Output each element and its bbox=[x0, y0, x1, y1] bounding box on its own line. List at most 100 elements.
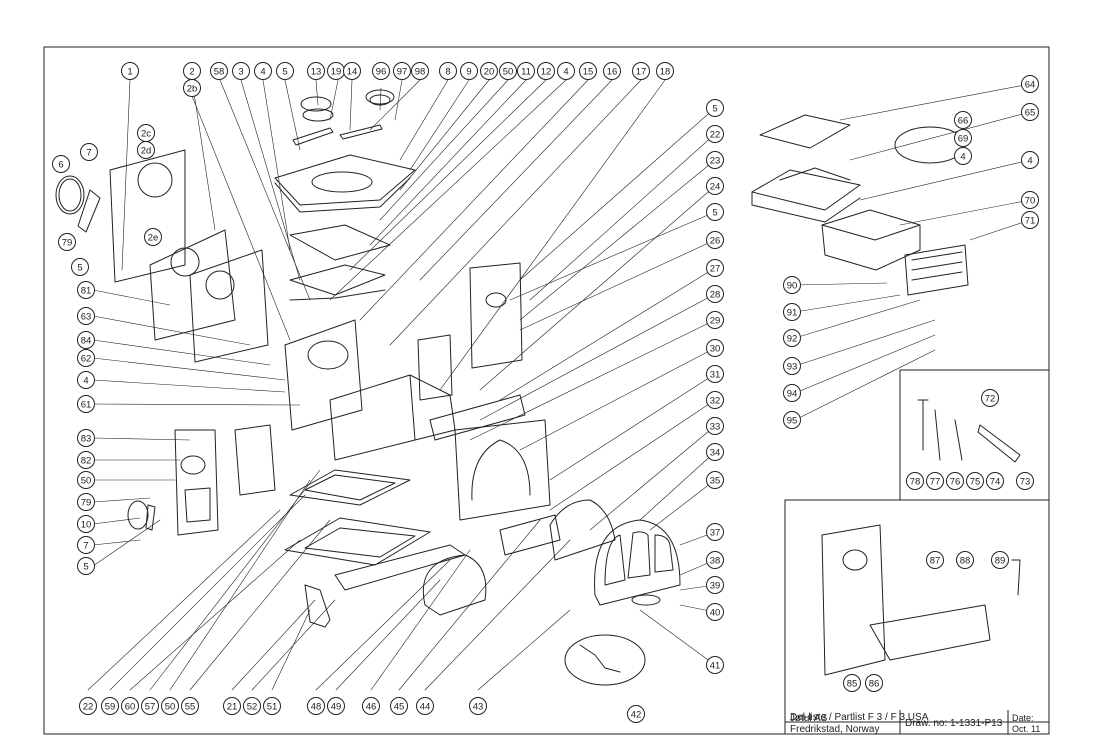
callout-50: 50 bbox=[161, 697, 179, 715]
callout-bubble bbox=[372, 62, 390, 80]
callout-bubble bbox=[210, 62, 228, 80]
callout-bubble bbox=[865, 674, 883, 692]
callout-bubble bbox=[981, 389, 999, 407]
callout-number: 57 bbox=[145, 702, 156, 713]
callout-number: 35 bbox=[710, 476, 721, 487]
callout-29: 29 bbox=[706, 311, 724, 329]
callout-number: 2d bbox=[141, 146, 152, 157]
callout-bubble bbox=[1021, 211, 1039, 229]
callout-number: 83 bbox=[81, 434, 92, 445]
callout-number: 65 bbox=[1025, 108, 1036, 119]
callout-bubble bbox=[926, 472, 944, 490]
callout-79: 79 bbox=[58, 233, 76, 251]
callout-5: 5 bbox=[77, 557, 95, 575]
callout-number: 4 bbox=[563, 67, 568, 78]
callout-37: 37 bbox=[706, 523, 724, 541]
callout-number: 64 bbox=[1025, 80, 1036, 91]
callout-18: 18 bbox=[656, 62, 674, 80]
callout-number: 62 bbox=[81, 354, 92, 365]
callout-bubble bbox=[1021, 75, 1039, 93]
callout-number: 76 bbox=[950, 477, 961, 488]
callout-number: 10 bbox=[81, 520, 92, 531]
callout-number: 81 bbox=[81, 286, 92, 297]
callout-bubble bbox=[706, 603, 724, 621]
callout-number: 50 bbox=[165, 702, 176, 713]
callout-bubble bbox=[706, 471, 724, 489]
callout-number: 40 bbox=[710, 608, 721, 619]
callout-86: 86 bbox=[865, 674, 883, 692]
callout-2c: 2c bbox=[137, 124, 155, 142]
callout-bubble bbox=[706, 443, 724, 461]
callout-bubble bbox=[77, 515, 95, 533]
callout-bubble bbox=[706, 339, 724, 357]
callout-number: 70 bbox=[1025, 196, 1036, 207]
callout-number: 41 bbox=[710, 661, 721, 672]
callout-bubble bbox=[1021, 103, 1039, 121]
leader-lines bbox=[87, 79, 1031, 691]
callout-bubble bbox=[77, 349, 95, 367]
callout-number: 50 bbox=[503, 67, 514, 78]
callout-bubble bbox=[954, 129, 972, 147]
callout-number: 24 bbox=[710, 182, 721, 193]
callout-bubble bbox=[77, 557, 95, 575]
callout-bubble bbox=[966, 472, 984, 490]
callout-bubble bbox=[161, 697, 179, 715]
callout-21: 21 bbox=[223, 697, 241, 715]
callout-number: 19 bbox=[331, 67, 342, 78]
callout-bubble bbox=[954, 147, 972, 165]
callout-66: 66 bbox=[954, 111, 972, 129]
callout-87: 87 bbox=[926, 551, 944, 569]
callout-bubble bbox=[537, 62, 555, 80]
callout-number: 58 bbox=[214, 67, 225, 78]
callout-number: 45 bbox=[394, 702, 405, 713]
callout-number: 59 bbox=[105, 702, 116, 713]
callout-number: 5 bbox=[712, 104, 717, 115]
callout-bubble bbox=[783, 329, 801, 347]
callout-number: 97 bbox=[397, 67, 408, 78]
callout-number: 2b bbox=[187, 84, 198, 95]
callout-number: 73 bbox=[1020, 477, 1031, 488]
callout-19: 19 bbox=[327, 62, 345, 80]
callout-4: 4 bbox=[557, 62, 575, 80]
callout-bubble bbox=[706, 576, 724, 594]
callout-number: 30 bbox=[710, 344, 721, 355]
callout-number: 43 bbox=[473, 702, 484, 713]
callout-bubble bbox=[783, 357, 801, 375]
callout-number: 3 bbox=[238, 67, 243, 78]
callout-bubble bbox=[243, 697, 261, 715]
callout-bubble bbox=[71, 258, 89, 276]
callout-31: 31 bbox=[706, 365, 724, 383]
callout-81: 81 bbox=[77, 281, 95, 299]
callout-bubble bbox=[991, 551, 1009, 569]
callout-49: 49 bbox=[327, 697, 345, 715]
callout-bubble bbox=[77, 471, 95, 489]
callout-number: 9 bbox=[466, 67, 471, 78]
callout-bubble bbox=[469, 697, 487, 715]
callout-bubble bbox=[393, 62, 411, 80]
callout-number: 90 bbox=[787, 281, 798, 292]
callout-13: 13 bbox=[307, 62, 325, 80]
title-city: Fredrikstad, Norway bbox=[790, 724, 879, 735]
callout-bubble bbox=[603, 62, 621, 80]
callout-85: 85 bbox=[843, 674, 861, 692]
callout-32: 32 bbox=[706, 391, 724, 409]
callout-63: 63 bbox=[77, 307, 95, 325]
callout-bubble bbox=[706, 285, 724, 303]
callout-14: 14 bbox=[343, 62, 361, 80]
callout-3: 3 bbox=[232, 62, 250, 80]
callout-number: 7 bbox=[86, 148, 91, 159]
callout-number: 66 bbox=[958, 116, 969, 127]
callout-number: 37 bbox=[710, 528, 721, 539]
callout-5: 5 bbox=[706, 99, 724, 117]
callout-bubble bbox=[141, 697, 159, 715]
callout-bubble bbox=[579, 62, 597, 80]
callout-5: 5 bbox=[276, 62, 294, 80]
callout-82: 82 bbox=[77, 451, 95, 469]
callout-number: 88 bbox=[960, 556, 971, 567]
callout-number: 8 bbox=[445, 67, 450, 78]
callout-70: 70 bbox=[1021, 191, 1039, 209]
callout-93: 93 bbox=[783, 357, 801, 375]
callout-48: 48 bbox=[307, 697, 325, 715]
callout-bubble bbox=[77, 281, 95, 299]
